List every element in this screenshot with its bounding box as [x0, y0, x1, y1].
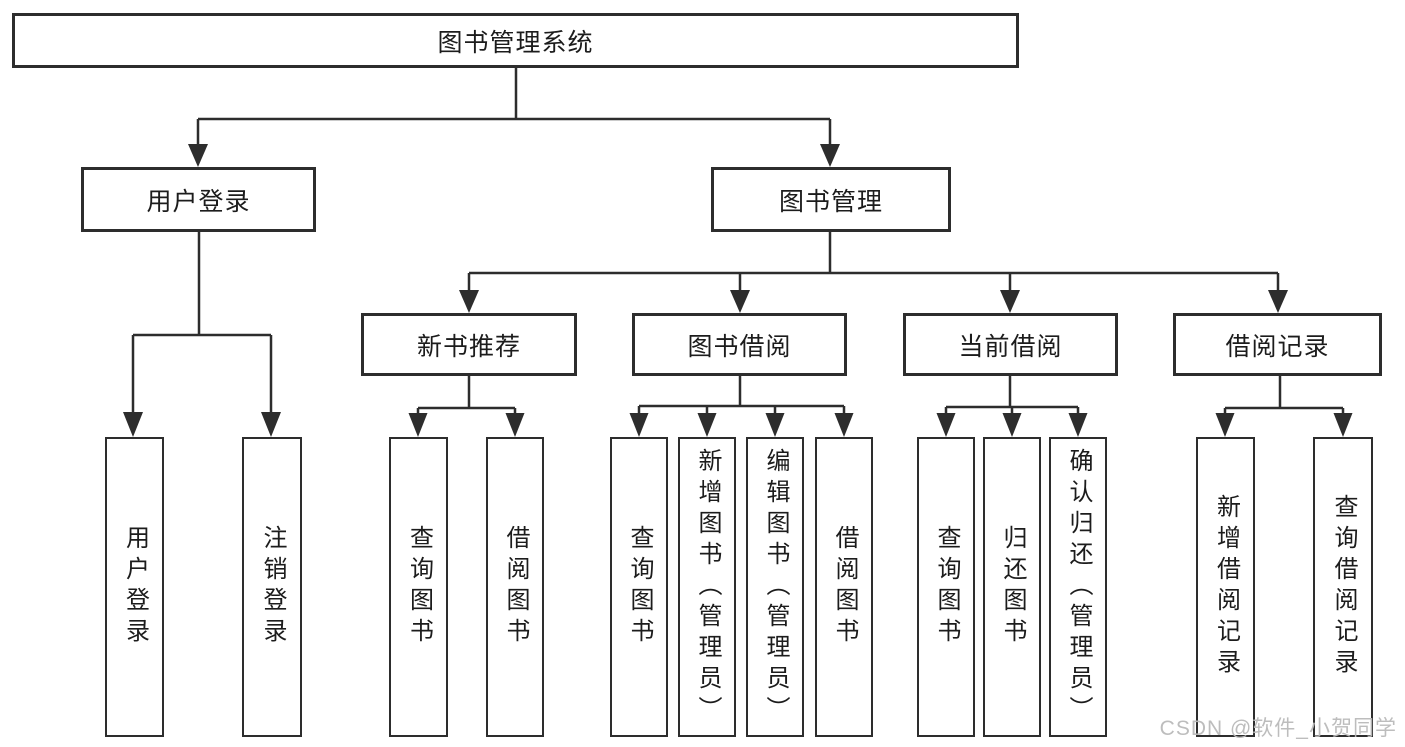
- leaf-edit-book-admin: 编辑图书（管理员）: [746, 437, 804, 737]
- node-user-login: 用户登录: [81, 167, 316, 232]
- node-label: 新书推荐: [416, 332, 521, 361]
- leaf-query-books-current: 查询图书: [917, 437, 975, 737]
- leaf-user-login: 用户登录: [105, 437, 164, 737]
- leaf-label: 编辑图书（管理员）: [762, 447, 789, 727]
- connector-root-to-level1: [196, 68, 832, 145]
- arrowheads-leaves: [408, 413, 1353, 437]
- node-label: 图书管理: [778, 187, 883, 216]
- leaf-query-books-borrow: 查询图书: [610, 437, 668, 737]
- node-label: 借阅记录: [1225, 332, 1330, 361]
- node-label: 图书借阅: [687, 332, 792, 361]
- leaf-return-books: 归还图书: [983, 437, 1041, 737]
- leaf-label: 确认归还（管理员）: [1065, 447, 1092, 727]
- leaf-query-books-recommend: 查询图书: [389, 437, 448, 737]
- arrowheads-level1: [188, 144, 840, 167]
- leaf-label: 借阅图书: [831, 525, 858, 649]
- csdn-watermark: CSDN @软件_小贺同学: [1159, 717, 1397, 740]
- leaf-label: 查询借阅记录: [1330, 494, 1357, 680]
- leaf-label: 新增借阅记录: [1212, 494, 1240, 680]
- leaf-label: 注销登录: [259, 525, 286, 649]
- leaf-label: 用户登录: [121, 525, 149, 649]
- leaf-add-borrow-record: 新增借阅记录: [1196, 437, 1255, 737]
- connector-borrow-records-group: [1223, 376, 1345, 414]
- node-book-borrowing: 图书借阅: [632, 313, 847, 376]
- node-label: 当前借阅: [958, 332, 1063, 361]
- connector-book-borrow-group: [637, 376, 846, 414]
- connector-current-borrow-group: [944, 376, 1080, 414]
- node-current-borrowing: 当前借阅: [903, 313, 1118, 376]
- node-book-management: 图书管理: [711, 167, 951, 232]
- arrowheads-user-login-leaves: [123, 412, 281, 437]
- node-label: 用户登录: [146, 187, 251, 216]
- node-label: 图书管理系统: [437, 28, 594, 57]
- leaf-label: 查询图书: [626, 525, 653, 649]
- leaf-label: 查询图书: [933, 525, 960, 649]
- node-borrowing-records: 借阅记录: [1173, 313, 1382, 376]
- leaf-logout: 注销登录: [242, 437, 302, 737]
- connector-new-book-group: [416, 376, 517, 414]
- node-new-book-recommendation: 新书推荐: [361, 313, 577, 376]
- connector-user-login-branch: [131, 232, 273, 413]
- leaf-label: 新增图书（管理员）: [694, 447, 721, 727]
- leaf-confirm-return-admin: 确认归还（管理员）: [1049, 437, 1107, 737]
- leaf-label: 借阅图书: [502, 525, 529, 649]
- leaf-query-borrow-record: 查询借阅记录: [1313, 437, 1373, 737]
- arrowheads-level2: [459, 290, 1288, 313]
- leaf-add-book-admin: 新增图书（管理员）: [678, 437, 736, 737]
- leaf-borrow-books: 借阅图书: [815, 437, 873, 737]
- leaf-label: 查询图书: [405, 525, 433, 649]
- leaf-label: 归还图书: [999, 525, 1026, 649]
- node-library-management-system: 图书管理系统: [12, 13, 1019, 68]
- connector-book-management-branch: [467, 232, 1280, 291]
- leaf-borrow-books-recommend: 借阅图书: [486, 437, 544, 737]
